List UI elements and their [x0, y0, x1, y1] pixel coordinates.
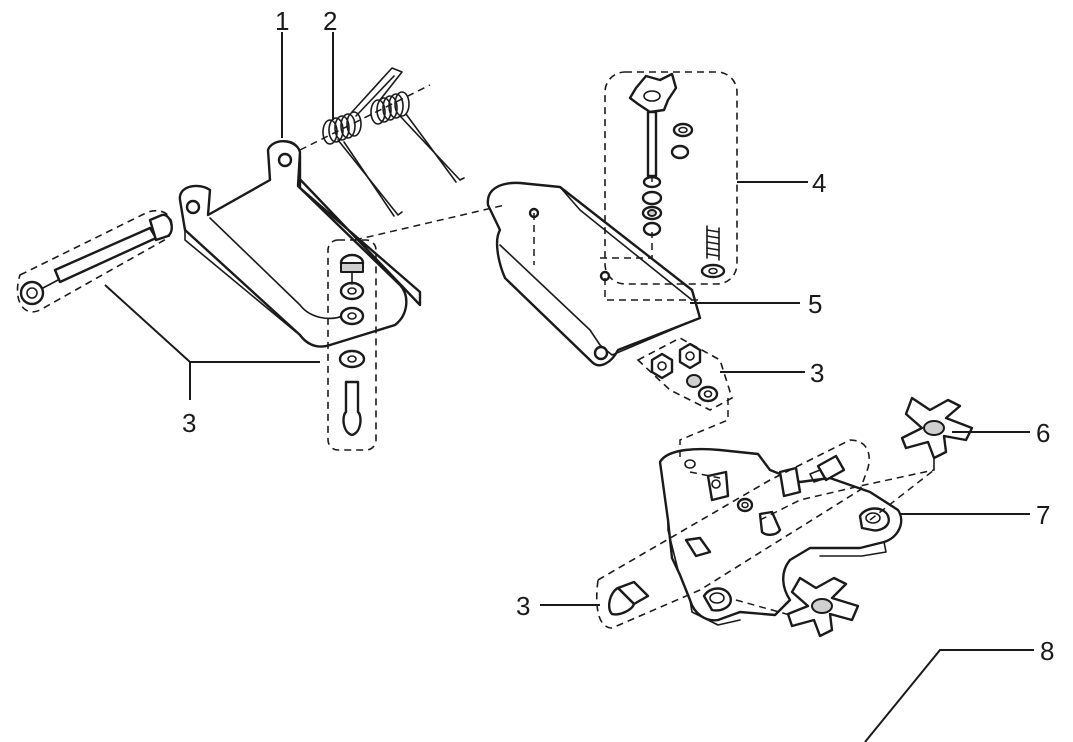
- torsion-spring-part: [322, 67, 465, 217]
- leader-lines: [104, 32, 1034, 742]
- hinge-bracket-part: [178, 140, 422, 348]
- callout-8: 8: [1040, 636, 1054, 666]
- base-bolts-group: [607, 454, 846, 616]
- callout-3-mid: 3: [810, 358, 824, 388]
- adjustment-plate-part: [486, 181, 702, 367]
- centerlines: [299, 84, 935, 616]
- callout-3-bottom: 3: [516, 591, 530, 621]
- callout-5: 5: [808, 289, 822, 319]
- knob-assembly-part: [628, 72, 726, 279]
- callout-1: 1: [275, 6, 289, 36]
- callout-7: 7: [1036, 500, 1050, 530]
- callout-2: 2: [323, 6, 337, 36]
- callout-4: 4: [812, 168, 826, 198]
- group-outlines: [16, 71, 870, 629]
- compression-spring: [706, 225, 720, 261]
- hinge-pin-part: [19, 213, 173, 306]
- bolt-washer-stack: [338, 253, 366, 437]
- callout-3-left: 3: [182, 408, 196, 438]
- star-knob-part-bottom: [786, 576, 860, 638]
- callout-6: 6: [1036, 418, 1050, 448]
- nut-washer-group: [650, 342, 719, 403]
- star-knob-part-top: [900, 396, 974, 471]
- callout-numbers: 1 2 3 4 5 3 6 7 3 8: [182, 6, 1054, 666]
